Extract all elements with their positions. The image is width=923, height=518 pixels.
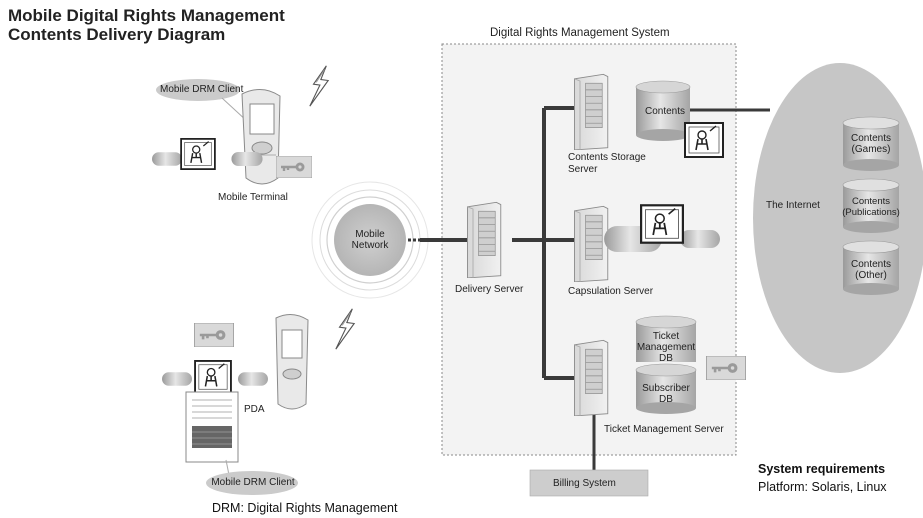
- drm-abbreviation-note: DRM: Digital Rights Management: [212, 501, 398, 515]
- content-picture-icon: [684, 122, 724, 158]
- delivery-server-label: Delivery Server: [455, 284, 524, 295]
- system-requirements-platform: Platform: Solaris, Linux: [758, 480, 887, 494]
- billing-system-box: [529, 469, 649, 497]
- key-icon: [706, 356, 746, 380]
- contents-games-label: Contents (Games): [850, 133, 892, 155]
- contents-storage-server-label: Contents Storage Server: [568, 152, 646, 175]
- server-icon: [573, 205, 609, 282]
- contents-publications-label: Contents (Publications): [842, 196, 900, 218]
- content-picture-icon: [180, 138, 216, 170]
- database-icon: [635, 80, 691, 141]
- server-icon: [573, 73, 609, 150]
- contents-other-label: Contents (Other): [850, 259, 892, 281]
- system-requirements-heading: System requirements: [758, 462, 886, 476]
- mobile-drm-client-label-top: Mobile DRM Client: [160, 84, 244, 95]
- drm-system-title: Digital Rights Management System: [490, 27, 670, 39]
- server-icon: [573, 339, 609, 416]
- mobile-phone-icon: [275, 314, 309, 410]
- database-icon: [842, 240, 900, 295]
- mobile-drm-client-bubble-bottom: [206, 459, 298, 495]
- key-icon: [276, 156, 312, 178]
- content-picture-icon: [640, 204, 684, 244]
- ticket-management-server-label: Ticket Management Server: [604, 424, 724, 435]
- internet-label: The Internet: [766, 200, 820, 211]
- diagram-title-line1: Mobile Digital Rights Management: [8, 6, 285, 25]
- lightning-icon: [309, 65, 329, 107]
- lightning-icon: [335, 308, 355, 350]
- content-picture-icon: [194, 360, 232, 394]
- pda-label: PDA: [244, 404, 265, 415]
- capsulation-server-label: Capsulation Server: [568, 286, 654, 297]
- database-icon: [635, 315, 697, 414]
- server-icon: [466, 201, 502, 278]
- billing-system-label: Billing System: [553, 478, 616, 489]
- connector-pill: [162, 372, 192, 386]
- pda-icon: [185, 391, 239, 463]
- key-icon: [194, 323, 234, 347]
- mobile-drm-client-label-bottom: Mobile DRM Client: [211, 477, 295, 488]
- connector-pill: [238, 372, 268, 386]
- connector-pill: [231, 152, 263, 166]
- contents-db-label: Contents: [645, 106, 686, 117]
- database-icon: [842, 178, 900, 233]
- mobile-network-label: Mobile Network: [351, 229, 389, 251]
- ticket-management-db-label: Ticket Management DB: [636, 331, 696, 364]
- subscriber-db-label: Subscriber DB: [642, 383, 690, 405]
- database-icon: [842, 116, 900, 171]
- mobile-terminal-label: Mobile Terminal: [218, 192, 288, 203]
- mobile-phone-icon: [241, 89, 281, 185]
- network-connections: [408, 106, 770, 472]
- connector-pill: [152, 152, 182, 166]
- diagram-title-line2: Contents Delivery Diagram: [8, 25, 226, 44]
- capsule-icon: [680, 230, 720, 248]
